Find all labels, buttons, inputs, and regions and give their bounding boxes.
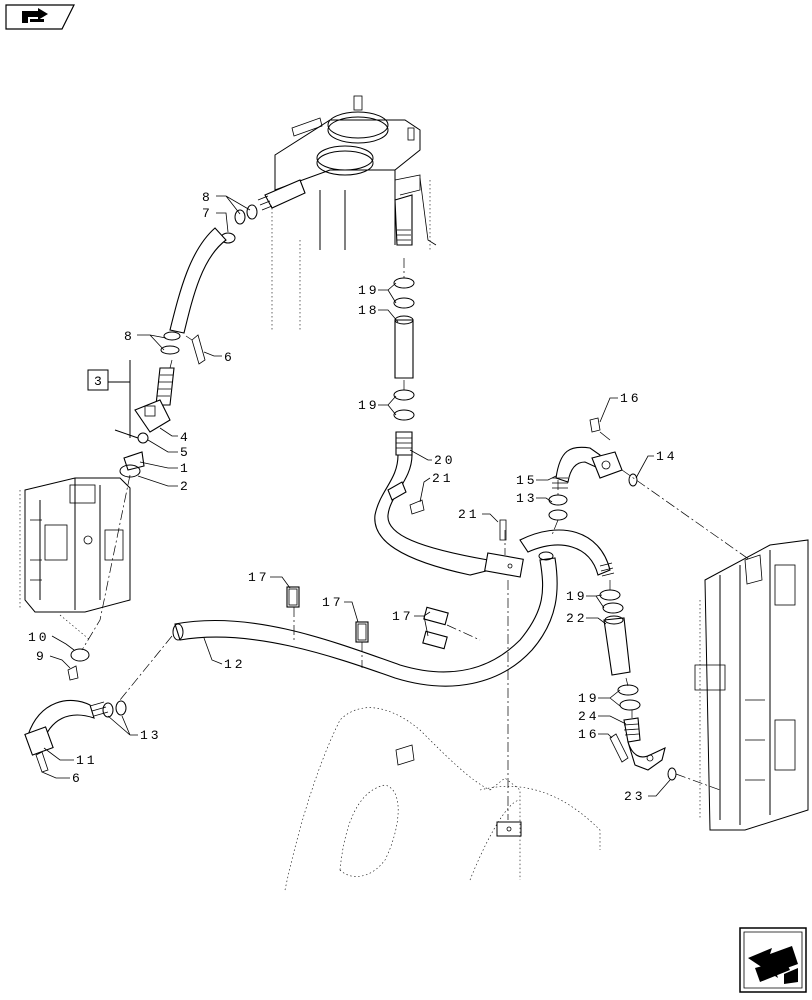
callout-19: 19	[358, 398, 380, 413]
next-page-button[interactable]	[739, 927, 807, 993]
callout-19: 19	[578, 691, 600, 706]
upper-right-tube	[548, 417, 751, 561]
callout-10: 10	[28, 630, 50, 645]
callout-20: 20	[434, 453, 456, 468]
arrow-left-icon	[748, 946, 798, 984]
callout-16: 16	[620, 391, 642, 406]
callout-3-bracket	[87, 360, 139, 439]
callout-4: 4	[180, 430, 191, 445]
callout-19: 19	[358, 283, 380, 298]
callout-16: 16	[578, 727, 600, 742]
return-hose	[172, 529, 615, 687]
control-valve	[19, 477, 131, 641]
right-hose	[599, 589, 721, 791]
callout-13: 13	[140, 728, 162, 743]
callout-13: 13	[516, 491, 538, 506]
chassis-frame	[284, 707, 601, 891]
leader-lines	[81, 258, 633, 820]
callout-8: 8	[202, 190, 213, 205]
callout-2: 2	[180, 479, 191, 494]
callout-11: 11	[76, 753, 98, 768]
callout-15: 15	[516, 473, 538, 488]
callout-23: 23	[624, 789, 646, 804]
hydraulic-tank	[271, 95, 437, 330]
callout-6: 6	[72, 771, 83, 786]
callout-6: 6	[224, 350, 235, 365]
callout-7: 7	[202, 206, 213, 221]
callout-21: 21	[458, 507, 480, 522]
center-hose	[374, 194, 524, 578]
callout-17: 17	[322, 595, 344, 610]
callout-12: 12	[224, 657, 246, 672]
pads	[286, 586, 449, 650]
callout-3: 3	[94, 374, 105, 389]
callout-19: 19	[566, 589, 588, 604]
callout-9: 9	[36, 649, 47, 664]
callout-14: 14	[656, 449, 678, 464]
callout-22: 22	[566, 611, 588, 626]
callout-5: 5	[180, 445, 191, 460]
cooler	[694, 539, 809, 831]
callout-8: 8	[124, 329, 135, 344]
callout-1: 1	[180, 461, 191, 476]
previous-page-button[interactable]	[5, 4, 75, 30]
arrow-right-icon	[22, 8, 48, 23]
callouts: 8 7 8 6 3 4 5 1 2 10 9 11 6	[28, 190, 678, 804]
callout-24: 24	[578, 709, 600, 724]
callout-17: 17	[248, 570, 270, 585]
callout-18: 18	[358, 303, 380, 318]
lower-left-fitting	[24, 648, 127, 773]
callout-17: 17	[392, 609, 414, 624]
callout-21: 21	[432, 471, 454, 486]
upper-left-hose	[119, 179, 306, 478]
